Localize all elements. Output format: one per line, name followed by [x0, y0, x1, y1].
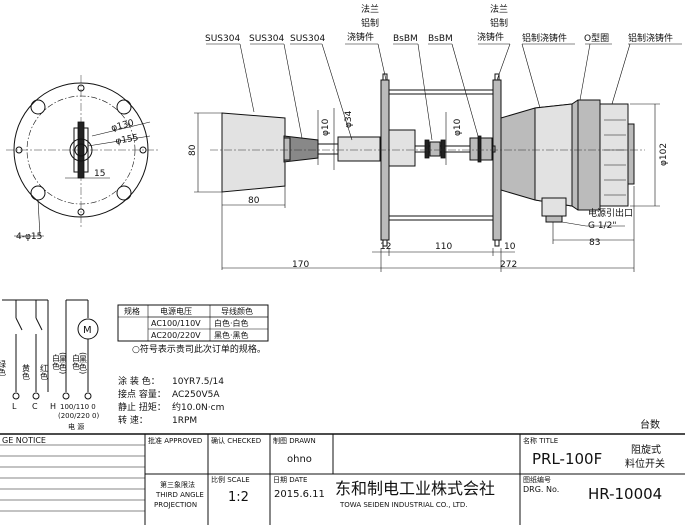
- drawn-label: 制图 DRAWN: [273, 436, 316, 445]
- dim-83: 83: [589, 238, 600, 248]
- spec-header-wire-color: 导线颜色: [221, 306, 253, 316]
- wire-white-2-label: 白色: [72, 353, 81, 370]
- dim-80-horizontal: 80: [248, 196, 260, 206]
- spec-row1-color: 白色·白色: [214, 318, 249, 328]
- spec-contact-label: 接点 容量：: [118, 388, 166, 400]
- spec-header-spec: 规格: [124, 306, 140, 316]
- projection-line3: PROJECTION: [154, 501, 197, 509]
- model-number: PRL-100F: [532, 450, 602, 468]
- dim-d10-shaft: φ10: [321, 118, 331, 136]
- spec-header-voltage: 电源电压: [160, 306, 192, 316]
- callout-flange2-line1: 法兰: [490, 3, 508, 15]
- product-name-line1: 阻旋式: [631, 443, 661, 456]
- approved-label: 批准 APPROVED: [148, 436, 202, 445]
- dim-holes: 4-φ15: [16, 232, 42, 242]
- company-name-en: TOWA SEIDEN INDUSTRIAL CO., LTD.: [339, 501, 468, 509]
- power-label: 电 源: [68, 422, 84, 431]
- flange-front-view: [6, 75, 160, 237]
- dim-d10-inner: φ10: [453, 118, 463, 136]
- dim-170: 170: [292, 260, 309, 270]
- terminal-h: H: [50, 402, 56, 411]
- projection-line1: 第三象限法: [160, 480, 195, 489]
- checked-label: 确认 CHECKED: [211, 436, 261, 445]
- dim-272: 272: [500, 260, 517, 270]
- spec-torque-value: 约10.0N·cm: [172, 401, 224, 413]
- spec-row1-voltage: AC100/110V: [151, 319, 201, 328]
- spec-torque-label: 静止 扭矩：: [118, 401, 166, 413]
- spec-contact-value: AC250V5A: [172, 390, 220, 400]
- company-name-cn: 东和制电工业株式会社: [335, 479, 495, 498]
- callout-bsbm-2: BsBM: [428, 34, 453, 44]
- spec-table: [117, 304, 269, 342]
- drawing-number: HR-10004: [588, 485, 662, 503]
- callout-flange2-line3: 浇铸件: [477, 31, 504, 43]
- callout-sus304-stem: SUS304: [249, 34, 284, 44]
- terminal-c: C: [32, 402, 38, 411]
- wire-yellow-label: 黄色: [22, 363, 31, 380]
- dim-d155: φ155: [115, 133, 140, 147]
- change-notice-label: GE NOTICE: [2, 436, 46, 445]
- callout-g-thread: G 1/2": [588, 221, 616, 231]
- product-name-line2: 料位开关: [625, 457, 665, 470]
- dim-12: 12: [380, 242, 391, 252]
- spec-row2-color: 黑色·黑色: [214, 330, 249, 340]
- drawing-number-label-en: DRG. No.: [523, 485, 559, 494]
- wire-green-label: 绿色: [0, 360, 7, 376]
- terminal-voltage-2: (200/220 0): [58, 412, 99, 420]
- spec-speed-value: 1RPM: [172, 416, 197, 426]
- dim-d34: φ34: [344, 110, 354, 128]
- scale-value: 1:2: [228, 490, 249, 505]
- dim-80-vertical: 80: [188, 144, 198, 156]
- callout-flange-line1: 法兰: [361, 3, 379, 15]
- drawn-by: ohno: [287, 454, 312, 465]
- callout-aluminum-cast-1: 铝制浇铸件: [522, 32, 567, 44]
- wiring-diagram: [2, 299, 99, 400]
- wire-black-1-label: (黑色): [59, 352, 68, 374]
- wire-red-label: 红色: [40, 363, 49, 380]
- callout-leaders: [206, 43, 682, 227]
- quantity-label: 台数: [640, 418, 660, 431]
- terminal-l: L: [12, 402, 17, 411]
- spec-speed-label: 转 速：: [118, 414, 148, 426]
- motor-symbol: M: [83, 325, 92, 336]
- callout-o-ring: O型圈: [584, 33, 609, 44]
- title-block-frame: [0, 433, 685, 525]
- dim-10: 10: [504, 242, 516, 252]
- spec-table-note: ○符号表示贵司此次订单的规格。: [132, 343, 266, 355]
- callout-sus304-shaft: SUS304: [290, 34, 325, 44]
- wire-black-2-label: (黑色): [79, 352, 88, 374]
- callout-bsbm-1: BsBM: [393, 34, 418, 44]
- callout-flange-line3: 浇铸件: [347, 31, 374, 43]
- callout-power-outlet: 电源引出口: [588, 207, 633, 219]
- callout-aluminum-cast-2: 铝制浇铸件: [628, 32, 673, 44]
- dim-110: 110: [435, 242, 452, 252]
- dim-d102: φ102: [659, 143, 669, 166]
- side-view: [210, 73, 645, 247]
- callout-flange2-line2: 铝制: [490, 17, 508, 29]
- scale-label: 比例 SCALE: [211, 475, 250, 484]
- date-label: 日期 DATE: [273, 476, 307, 484]
- spec-paint-label: 涂 装 色：: [118, 375, 160, 387]
- title-label: 名称 TITLE: [523, 436, 558, 445]
- spec-paint-value: 10YR7.5/14: [172, 377, 224, 387]
- callout-flange-line2: 铝制: [361, 17, 379, 29]
- dim-d15: 15: [94, 169, 105, 179]
- date-value: 2015.6.11: [274, 489, 325, 500]
- projection-line2: THIRD ANGLE: [155, 491, 204, 499]
- callout-sus304-vane: SUS304: [205, 34, 240, 44]
- spec-row2-voltage: AC200/220V: [151, 331, 201, 340]
- terminal-voltage-1: 100/110 0: [60, 403, 96, 411]
- dimension-lines: [194, 103, 660, 272]
- drawing-number-label-cn: 图纸编号: [523, 475, 551, 484]
- wire-white-1-label: 白色: [52, 353, 61, 370]
